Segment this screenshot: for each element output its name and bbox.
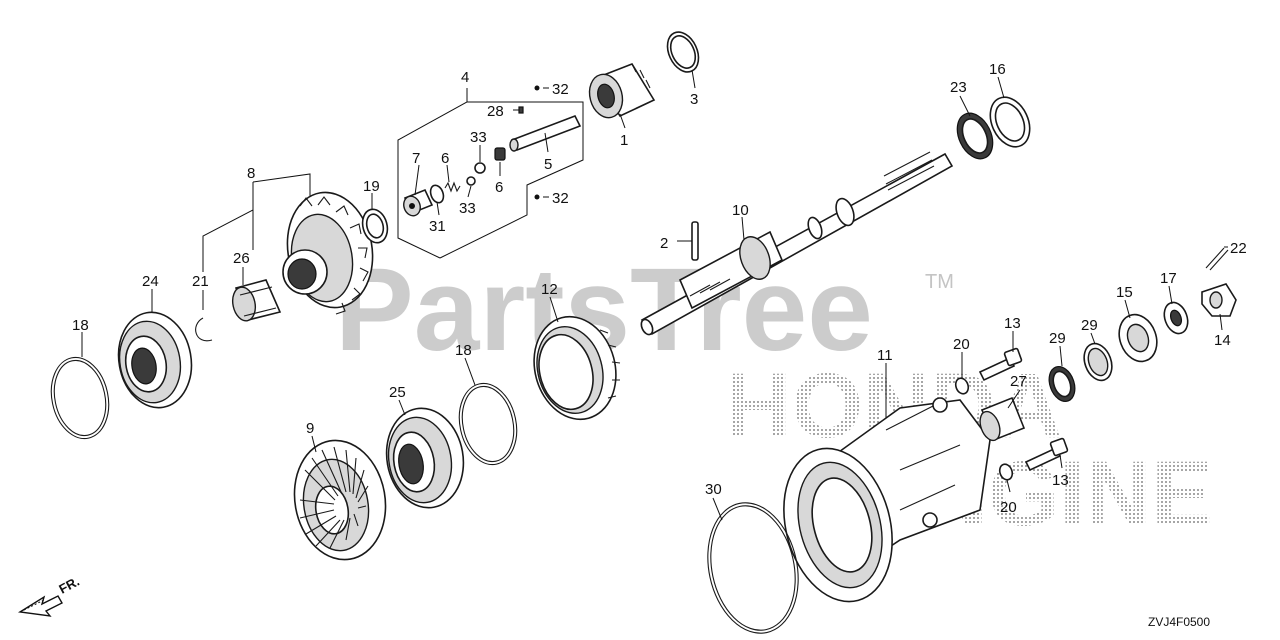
callout-30: 30 — [705, 481, 722, 498]
callout-1: 1 — [620, 132, 628, 149]
front-arrow-icon — [17, 595, 63, 617]
needle-bearing-27 — [979, 396, 1026, 442]
circlip-21 — [195, 317, 213, 342]
callout-17: 17 — [1160, 270, 1177, 287]
nut-14 — [1201, 283, 1237, 317]
plunger-7 — [403, 188, 434, 217]
shaft-10 — [640, 151, 954, 336]
diagram-code: ZVJ4F0500 — [1148, 615, 1210, 629]
seal-29-right — [1083, 342, 1113, 382]
bearing-24 — [117, 311, 193, 409]
gear-8 — [282, 191, 374, 315]
ring-23 — [956, 112, 994, 160]
spring-6-left — [444, 181, 461, 193]
bearing-25 — [385, 407, 465, 509]
callout-23: 23 — [950, 79, 967, 96]
leader-lines — [81, 69, 1228, 521]
callout-14: 14 — [1214, 332, 1231, 349]
callout-16: 16 — [989, 61, 1006, 78]
washer-20-upper — [954, 377, 970, 395]
callout-20-lower: 20 — [1000, 499, 1017, 516]
dot-32-upper — [534, 85, 540, 91]
callout-5: 5 — [544, 156, 552, 173]
ball-33-upper — [474, 162, 486, 174]
callout-24: 24 — [142, 273, 159, 290]
callout-9: 9 — [306, 420, 314, 437]
group-4-bracket — [397, 88, 584, 259]
callout-33-lower: 33 — [459, 200, 476, 217]
o-ring-18-left — [50, 356, 110, 440]
callout-33-upper: 33 — [470, 129, 487, 146]
callout-2: 2 — [660, 235, 668, 252]
pin-2 — [691, 221, 699, 261]
housing-11 — [783, 397, 991, 603]
callout-28: 28 — [487, 103, 504, 120]
seal-29-left — [1048, 365, 1076, 403]
callout-29-right: 29 — [1081, 317, 1098, 334]
callout-18-right: 18 — [455, 342, 472, 359]
callout-11: 11 — [877, 347, 893, 364]
callout-31: 31 — [429, 218, 446, 235]
washer-20-lower — [998, 463, 1014, 481]
callout-22: 22 — [1230, 240, 1247, 257]
ball-33-lower — [466, 176, 476, 186]
washer-19 — [361, 208, 389, 244]
callout-3: 3 — [690, 91, 698, 108]
callout-25: 25 — [389, 384, 406, 401]
bolt-13-upper — [978, 347, 1023, 382]
callout-27: 27 — [1010, 373, 1027, 390]
callout-32-lower: 32 — [552, 190, 569, 207]
callout-6-left: 6 — [441, 150, 449, 167]
partstree-trademark: TM — [925, 271, 954, 293]
dot-32-lower — [534, 194, 540, 200]
callout-6-right: 6 — [495, 179, 503, 196]
callout-29-left: 29 — [1049, 330, 1066, 347]
callout-26: 26 — [233, 250, 250, 267]
pin-28 — [513, 106, 524, 114]
callout-18-left: 18 — [72, 317, 89, 334]
shift-rod-5 — [509, 114, 582, 152]
cap-15 — [1118, 313, 1158, 363]
bolt-13-lower — [1024, 437, 1069, 472]
bevel-gear-9 — [293, 439, 387, 561]
o-ring-31 — [429, 184, 445, 204]
callout-10: 10 — [732, 202, 749, 219]
front-direction-indicator: FR. — [17, 574, 82, 617]
callout-15: 15 — [1116, 284, 1133, 301]
front-direction-label: FR. — [56, 574, 82, 597]
callout-13-lower: 13 — [1052, 472, 1069, 489]
group-8-bracket — [202, 173, 311, 272]
callout-19: 19 — [363, 178, 380, 195]
o-ring-30 — [707, 502, 799, 634]
bearing-holder-12 — [533, 315, 621, 421]
callout-12: 12 — [541, 281, 558, 298]
callout-labels: 1 2 3 4 5 6 6 7 8 9 10 11 12 13 13 14 15… — [72, 61, 1247, 516]
cotter-pin-22 — [1205, 247, 1229, 271]
needle-bearing-26 — [231, 279, 282, 322]
callout-7: 7 — [412, 150, 420, 167]
callout-20-upper: 20 — [953, 336, 970, 353]
ring-3 — [666, 31, 700, 73]
shim-16 — [989, 96, 1031, 148]
callout-8: 8 — [247, 165, 255, 182]
callout-4: 4 — [461, 69, 469, 86]
callout-21: 21 — [192, 273, 209, 290]
washer-17 — [1163, 301, 1189, 335]
callout-32-upper: 32 — [552, 81, 569, 98]
clutch-1 — [588, 63, 656, 119]
callout-13-upper: 13 — [1004, 315, 1021, 332]
o-ring-18-right — [458, 382, 518, 466]
spring-6-right — [494, 147, 506, 161]
